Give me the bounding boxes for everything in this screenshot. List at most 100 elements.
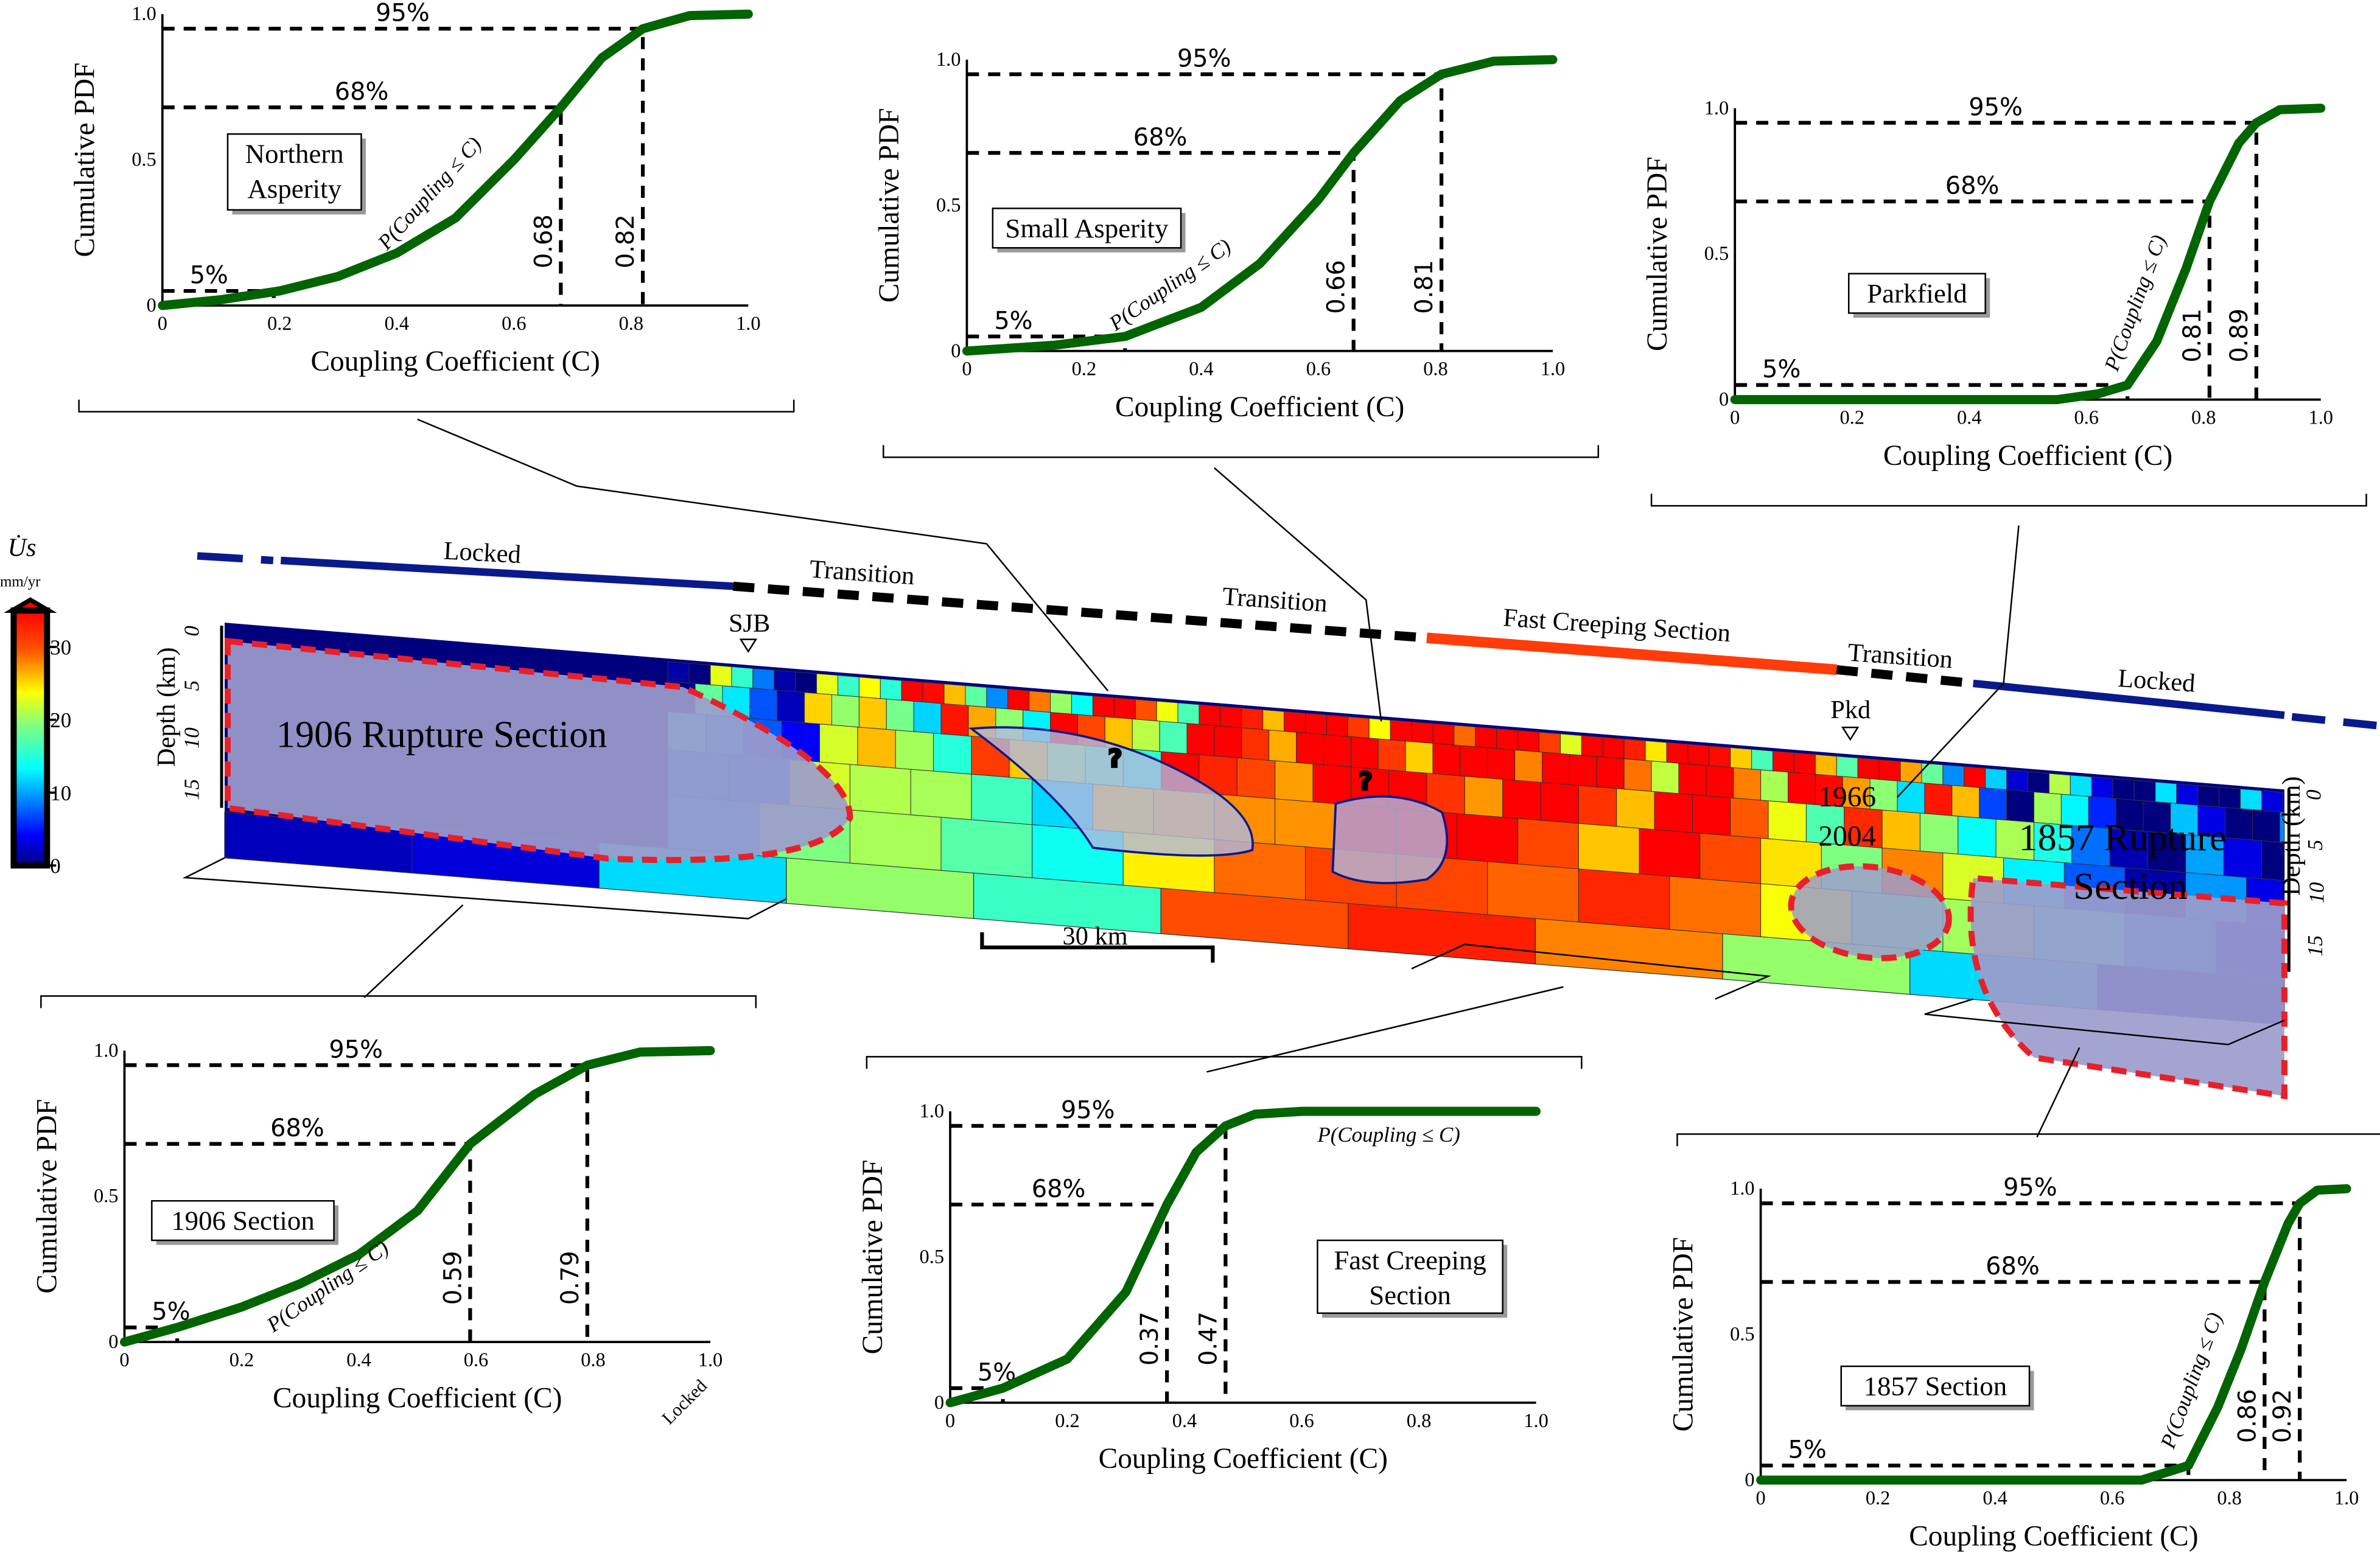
fault-cell bbox=[1411, 721, 1433, 744]
label-box-text: Small Asperity bbox=[1005, 213, 1169, 243]
depth-tick: 10 bbox=[180, 727, 204, 749]
quantile-value: 0.89 bbox=[2225, 309, 2253, 363]
fault-cell bbox=[777, 690, 805, 724]
level-label: 95% bbox=[376, 0, 430, 27]
x-tick-label: 0 bbox=[119, 1349, 129, 1371]
fault-cell bbox=[1751, 749, 1774, 772]
y-tick-label: 0.5 bbox=[920, 1246, 945, 1268]
x-tick-label: 1.0 bbox=[698, 1349, 723, 1371]
quantile-line-68pct bbox=[162, 105, 563, 306]
fault-cell bbox=[1596, 756, 1625, 790]
level-label: 95% bbox=[1177, 45, 1231, 73]
x-tick-label: 0 bbox=[945, 1410, 955, 1432]
fault-cell bbox=[1241, 727, 1270, 761]
fault-cell bbox=[831, 694, 859, 728]
fault-cell bbox=[1156, 700, 1178, 723]
depth-tick: 0 bbox=[180, 626, 204, 637]
label-box bbox=[992, 208, 1182, 249]
quantile-line-95pct bbox=[162, 27, 645, 306]
y-tick-label: 1.0 bbox=[94, 1039, 119, 1061]
fault-cell bbox=[749, 687, 778, 721]
fault-cell bbox=[1029, 690, 1051, 713]
fault-cell bbox=[1199, 704, 1221, 727]
x-axis-label: Coupling Coefficient (C) bbox=[1115, 391, 1404, 423]
fault-cell bbox=[880, 678, 902, 701]
fault-cell bbox=[774, 669, 796, 693]
fault-cell bbox=[1985, 767, 2007, 791]
depth-tick: 15 bbox=[2303, 935, 2327, 957]
level-label: 95% bbox=[1061, 1097, 1115, 1125]
x-tick-label: 0 bbox=[962, 358, 971, 380]
x-tick-label: 0.8 bbox=[1407, 1410, 1432, 1432]
colorbar-tick-label: 30 bbox=[50, 636, 71, 660]
fault-cell bbox=[849, 764, 911, 815]
trace-label-transition: Transition bbox=[808, 554, 915, 590]
fault-cell bbox=[1921, 763, 1944, 785]
fault-cell bbox=[795, 671, 817, 694]
label-box-text: 1906 Section bbox=[171, 1206, 315, 1236]
y-tick-label: 0.5 bbox=[1730, 1324, 1755, 1346]
fault-cell bbox=[1692, 794, 1731, 836]
quantile-value: 0.79 bbox=[556, 1251, 584, 1305]
quantile-line-95pct bbox=[950, 1123, 1228, 1403]
fault-cell bbox=[2155, 781, 2177, 804]
fault-cell bbox=[849, 809, 942, 871]
fault-cell bbox=[1602, 736, 1625, 760]
region-label-2004: 2004 bbox=[1818, 821, 1876, 853]
x-tick-label: 0.2 bbox=[1866, 1487, 1891, 1509]
cdf-curve bbox=[1756, 1184, 2351, 1485]
fault-cell bbox=[1487, 861, 1579, 923]
fault-cell bbox=[1323, 734, 1351, 767]
fault-cell bbox=[752, 668, 775, 691]
y-tick-label: 0 bbox=[1719, 389, 1729, 411]
y-axis-label: Cumulative PDF bbox=[31, 1099, 63, 1294]
fault-cell bbox=[986, 686, 1009, 710]
scale-bar bbox=[980, 932, 1215, 963]
fault-cell bbox=[1390, 719, 1412, 742]
x-axis-label: Coupling Coefficient (C) bbox=[310, 346, 600, 377]
depth-tick: 5 bbox=[2303, 840, 2327, 850]
fault-cell bbox=[1050, 692, 1072, 714]
y-axis-label: Cumulative PDF bbox=[69, 63, 101, 257]
fault-cell bbox=[1326, 714, 1348, 737]
curve-label: P(Coupling ≤ C) bbox=[2155, 1309, 2227, 1452]
y-tick-label: 0.5 bbox=[936, 194, 961, 216]
fault-cell bbox=[1214, 725, 1242, 759]
fault-cell bbox=[1569, 753, 1597, 787]
cdf-curve bbox=[962, 55, 1558, 356]
question-mark-1: ? bbox=[1108, 745, 1122, 773]
fault-cell bbox=[1897, 780, 1925, 814]
colorbar-scale bbox=[10, 607, 51, 869]
y-tick-label: 1.0 bbox=[131, 3, 156, 25]
x-axis-label: Coupling Coefficient (C) bbox=[1883, 440, 2172, 472]
fault-cell bbox=[2070, 775, 2092, 797]
curve-label: P(Coupling ≤ C) bbox=[2099, 232, 2171, 375]
x-tick-label: 1.0 bbox=[2308, 407, 2333, 428]
fault-cell bbox=[1645, 740, 1667, 763]
fault-cell bbox=[1092, 696, 1115, 718]
x-tick-label: 0 bbox=[1756, 1487, 1766, 1509]
y-tick-label: 0 bbox=[951, 340, 961, 362]
x-tick-label: 0.2 bbox=[1055, 1410, 1080, 1432]
fault-cell bbox=[1878, 759, 1901, 782]
fault-cell bbox=[1135, 699, 1157, 722]
x-tick-label: 1.0 bbox=[2334, 1487, 2359, 1509]
quantile-value: 0.81 bbox=[2179, 309, 2207, 363]
cdf-curve bbox=[945, 1106, 1541, 1408]
fault-cell bbox=[1730, 747, 1752, 770]
x-tick-label: 0.8 bbox=[2217, 1487, 2242, 1509]
fault-cell bbox=[1496, 728, 1519, 751]
x-tick-label: 0.4 bbox=[1983, 1487, 2007, 1509]
fault-cell bbox=[1241, 707, 1264, 730]
y-axis-label: Cumulative PDF bbox=[857, 1160, 889, 1355]
fault-cell bbox=[667, 661, 690, 683]
fault-cell bbox=[1639, 828, 1701, 879]
label-box-text: 1857 Section bbox=[1864, 1371, 2007, 1401]
fault-cell bbox=[1517, 818, 1579, 870]
fault-cell bbox=[1296, 732, 1324, 766]
quantile-line-95pct bbox=[1760, 1201, 2302, 1481]
label-box-text: Asperity bbox=[247, 173, 341, 204]
fault-cell bbox=[1793, 752, 1816, 775]
fault-cell bbox=[1517, 730, 1540, 752]
